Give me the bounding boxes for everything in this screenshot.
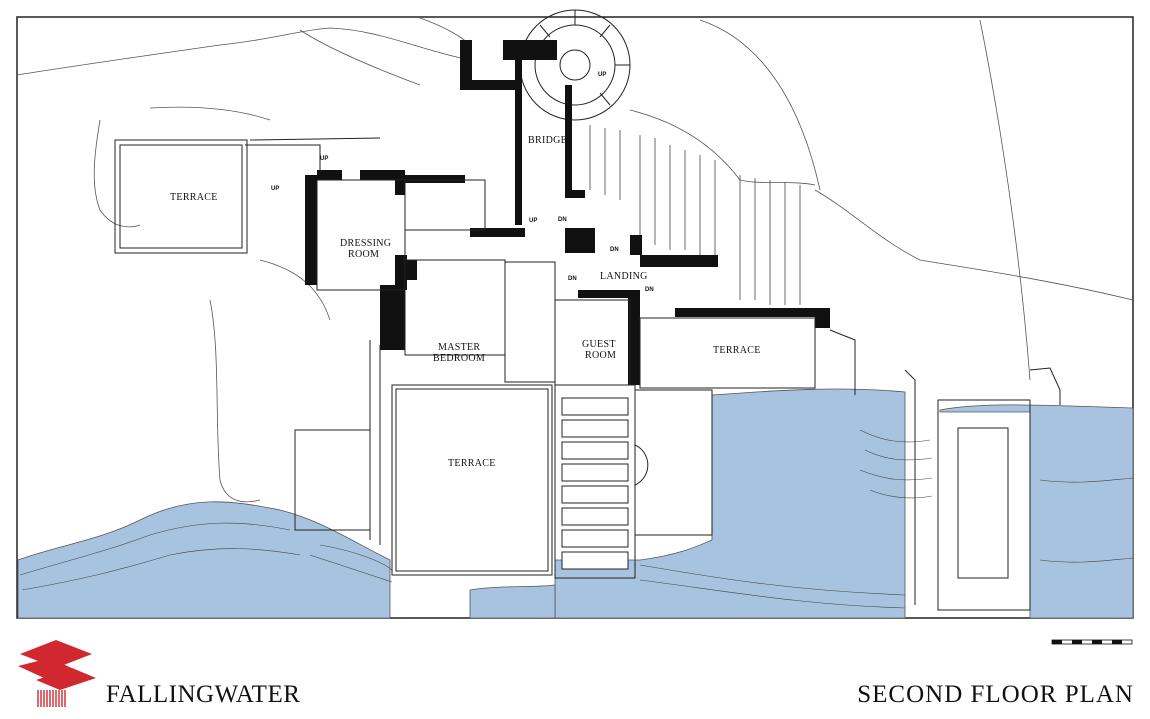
label-master-bedroom-1: MASTER	[438, 342, 480, 353]
label-terrace-south: TERRACE	[448, 458, 496, 469]
stair-mark-dn-2: DN	[610, 247, 619, 253]
curved-planter	[634, 444, 649, 486]
walls	[305, 40, 830, 385]
label-terrace-east: TERRACE	[713, 345, 761, 356]
stair-mark-up-west-1: UP	[320, 156, 328, 162]
stream-water	[17, 388, 1134, 619]
stair-mark-up-spiral: UP	[598, 72, 606, 78]
label-landing: LANDING	[600, 271, 648, 282]
label-guest-room-2: ROOM	[585, 350, 616, 361]
trellis	[589, 125, 801, 305]
fallingwater-logo-icon	[18, 640, 96, 707]
stair-mark-dn-3: DN	[568, 276, 577, 282]
stair-treads	[561, 397, 629, 570]
stair-mark-up-center: UP	[529, 218, 537, 224]
label-terrace-west: TERRACE	[170, 192, 218, 203]
label-bridge: BRIDGE	[528, 135, 567, 146]
label-dressing-room-2: ROOM	[348, 249, 379, 260]
brand-title: FALLINGWATER	[106, 681, 301, 708]
water-ripples	[19, 429, 1134, 609]
label-master-bedroom-2: BEDROOM	[433, 353, 485, 364]
interior-lines	[114, 137, 1061, 611]
label-dressing-room-1: DRESSING	[340, 238, 391, 249]
stair-mark-dn-1: DN	[558, 217, 567, 223]
label-guest-room-1: GUEST	[582, 339, 616, 350]
scale-bar-icon	[1051, 639, 1133, 645]
sheet-title: SECOND FLOOR PLAN	[857, 681, 1134, 708]
stair-mark-dn-4: DN	[645, 287, 654, 293]
stair-mark-up-west-2: UP	[271, 186, 279, 192]
